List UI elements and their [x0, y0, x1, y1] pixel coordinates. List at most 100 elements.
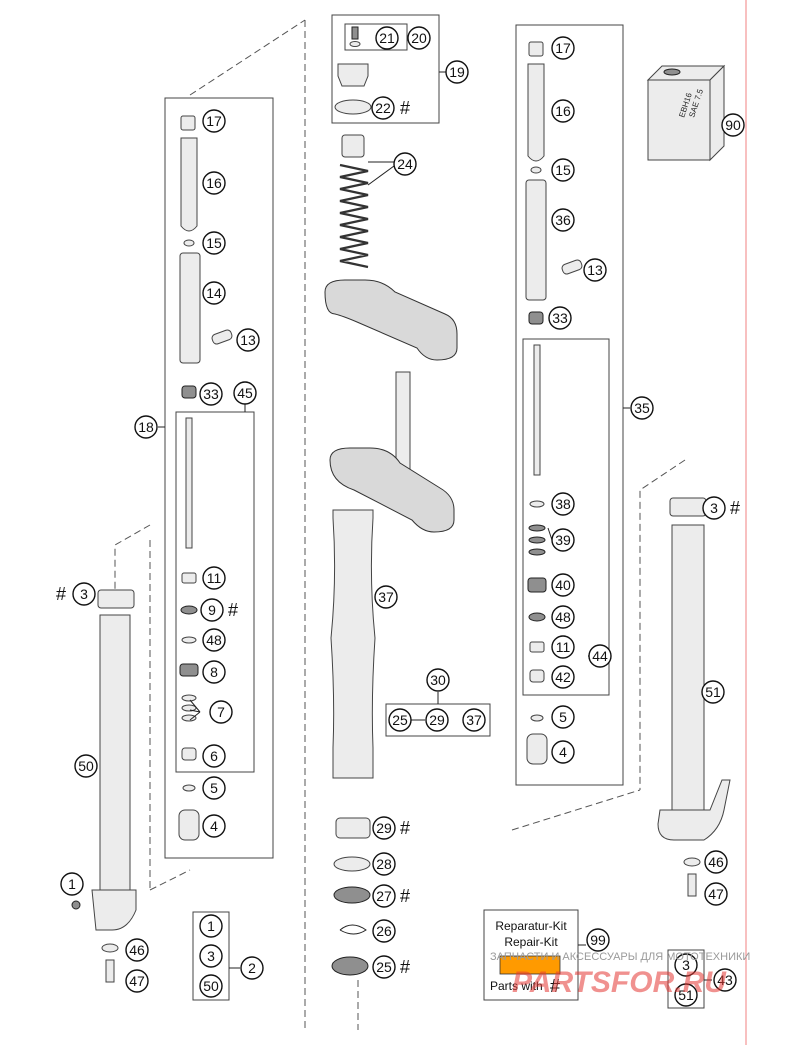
callout-25b: 25 — [372, 955, 396, 979]
callout-18: 18 — [134, 415, 158, 439]
part-25-dust-seal — [331, 956, 369, 976]
part-7c — [181, 714, 197, 722]
svg-text:16: 16 — [206, 175, 222, 191]
repair-kit-line1: Reparatur-Kit — [495, 919, 567, 933]
part-51-outer-tube — [671, 524, 705, 811]
repair-kit-hash: # — [550, 976, 560, 996]
callout-46b: 46 — [704, 850, 728, 874]
callout-8: 8 — [202, 660, 226, 684]
assembly-box-20 — [344, 23, 408, 51]
callout-3b: 3 — [199, 944, 223, 968]
svg-text:48: 48 — [206, 632, 222, 648]
svg-text:9: 9 — [208, 602, 216, 618]
part-39a — [528, 524, 546, 532]
part-11 — [181, 572, 197, 584]
svg-text:16: 16 — [555, 103, 571, 119]
part-15-ring — [183, 239, 195, 247]
part-13-pin — [211, 329, 233, 345]
part-50-outer-tube — [99, 614, 131, 891]
svg-text:25: 25 — [376, 959, 392, 975]
part-46-washer — [101, 943, 119, 953]
hash-22: # — [400, 98, 410, 118]
lead-39 — [547, 527, 553, 541]
svg-text:36: 36 — [555, 212, 571, 228]
right-dashed-guide — [511, 459, 686, 831]
callout-17b: 17 — [551, 36, 575, 60]
assembly-box-19 — [331, 14, 440, 124]
svg-text:51: 51 — [705, 684, 721, 700]
svg-text:18: 18 — [138, 419, 154, 435]
callout-15a: 15 — [202, 231, 226, 255]
lower-triple-clamp — [329, 447, 455, 533]
part-28-washer — [333, 856, 371, 872]
callout-44: 44 — [588, 644, 612, 668]
callout-4a: 4 — [202, 814, 226, 838]
part-14-cartridge — [179, 252, 201, 364]
part-29-bushing — [335, 817, 371, 839]
svg-text:13: 13 — [587, 262, 603, 278]
repair-kit-line2: Repair-Kit — [504, 935, 558, 949]
repair-kit-box — [483, 909, 579, 1001]
svg-text:4: 4 — [210, 818, 218, 834]
center-column — [304, 14, 491, 1030]
part-37-inner-tube — [330, 509, 376, 779]
svg-text:3: 3 — [682, 957, 690, 973]
svg-text:43: 43 — [717, 972, 733, 988]
assembly-box-35 — [515, 24, 624, 786]
callout-28: 28 — [372, 852, 396, 876]
callout-38: 38 — [551, 492, 575, 516]
svg-text:3: 3 — [207, 948, 215, 964]
svg-text:20: 20 — [411, 30, 427, 46]
svg-text:50: 50 — [78, 758, 94, 774]
part-6 — [181, 747, 197, 761]
part-3-nut — [97, 589, 135, 609]
steering-stem — [395, 371, 411, 471]
svg-text:14: 14 — [206, 285, 222, 301]
callout-50: 50 — [74, 754, 98, 778]
svg-text:4: 4 — [559, 744, 567, 760]
callout-25a: 25 — [388, 708, 412, 732]
svg-text:50: 50 — [203, 978, 219, 994]
callout-47b: 47 — [704, 882, 728, 906]
svg-text:17: 17 — [555, 40, 571, 56]
svg-text:35: 35 — [634, 400, 650, 416]
callout-1a: 1 — [60, 872, 84, 896]
part-42 — [529, 669, 545, 683]
part-39c — [528, 548, 546, 556]
callout-37a: 37 — [374, 585, 398, 609]
callout-5b: 5 — [551, 705, 575, 729]
assembly-box-45 — [175, 411, 255, 773]
svg-text:46: 46 — [708, 854, 724, 870]
oil-can-side — [709, 64, 725, 162]
callout-48b: 48 — [551, 605, 575, 629]
spring-seat — [341, 134, 365, 158]
part-26-clip — [339, 924, 367, 935]
repair-kit-line3: Parts with — [490, 979, 543, 993]
hash-3c: # — [730, 498, 740, 518]
left-fork-leg — [71, 19, 306, 1001]
kit-box-43 — [667, 949, 705, 1009]
svg-text:26: 26 — [376, 923, 392, 939]
svg-text:29: 29 — [376, 820, 392, 836]
callout-13a: 13 — [236, 328, 260, 352]
callout-90: 90 — [721, 113, 745, 137]
damping-rod-r — [533, 344, 541, 476]
callout-1b: 1 — [199, 914, 223, 938]
svg-text:27: 27 — [376, 888, 392, 904]
svg-text:42: 42 — [555, 669, 571, 685]
callout-46a: 46 — [125, 938, 149, 962]
callout-13b: 13 — [583, 258, 607, 282]
svg-text:33: 33 — [552, 310, 568, 326]
svg-text:33: 33 — [203, 386, 219, 402]
svg-text:39: 39 — [555, 532, 571, 548]
svg-text:45: 45 — [237, 385, 253, 401]
svg-text:46: 46 — [129, 942, 145, 958]
callout-24: 24 — [393, 152, 417, 176]
svg-text:24: 24 — [397, 156, 413, 172]
svg-text:13: 13 — [240, 332, 256, 348]
part-4-base-valve — [178, 809, 200, 841]
callout-17a: 17 — [202, 109, 226, 133]
callout-3d: 3 — [674, 953, 698, 977]
